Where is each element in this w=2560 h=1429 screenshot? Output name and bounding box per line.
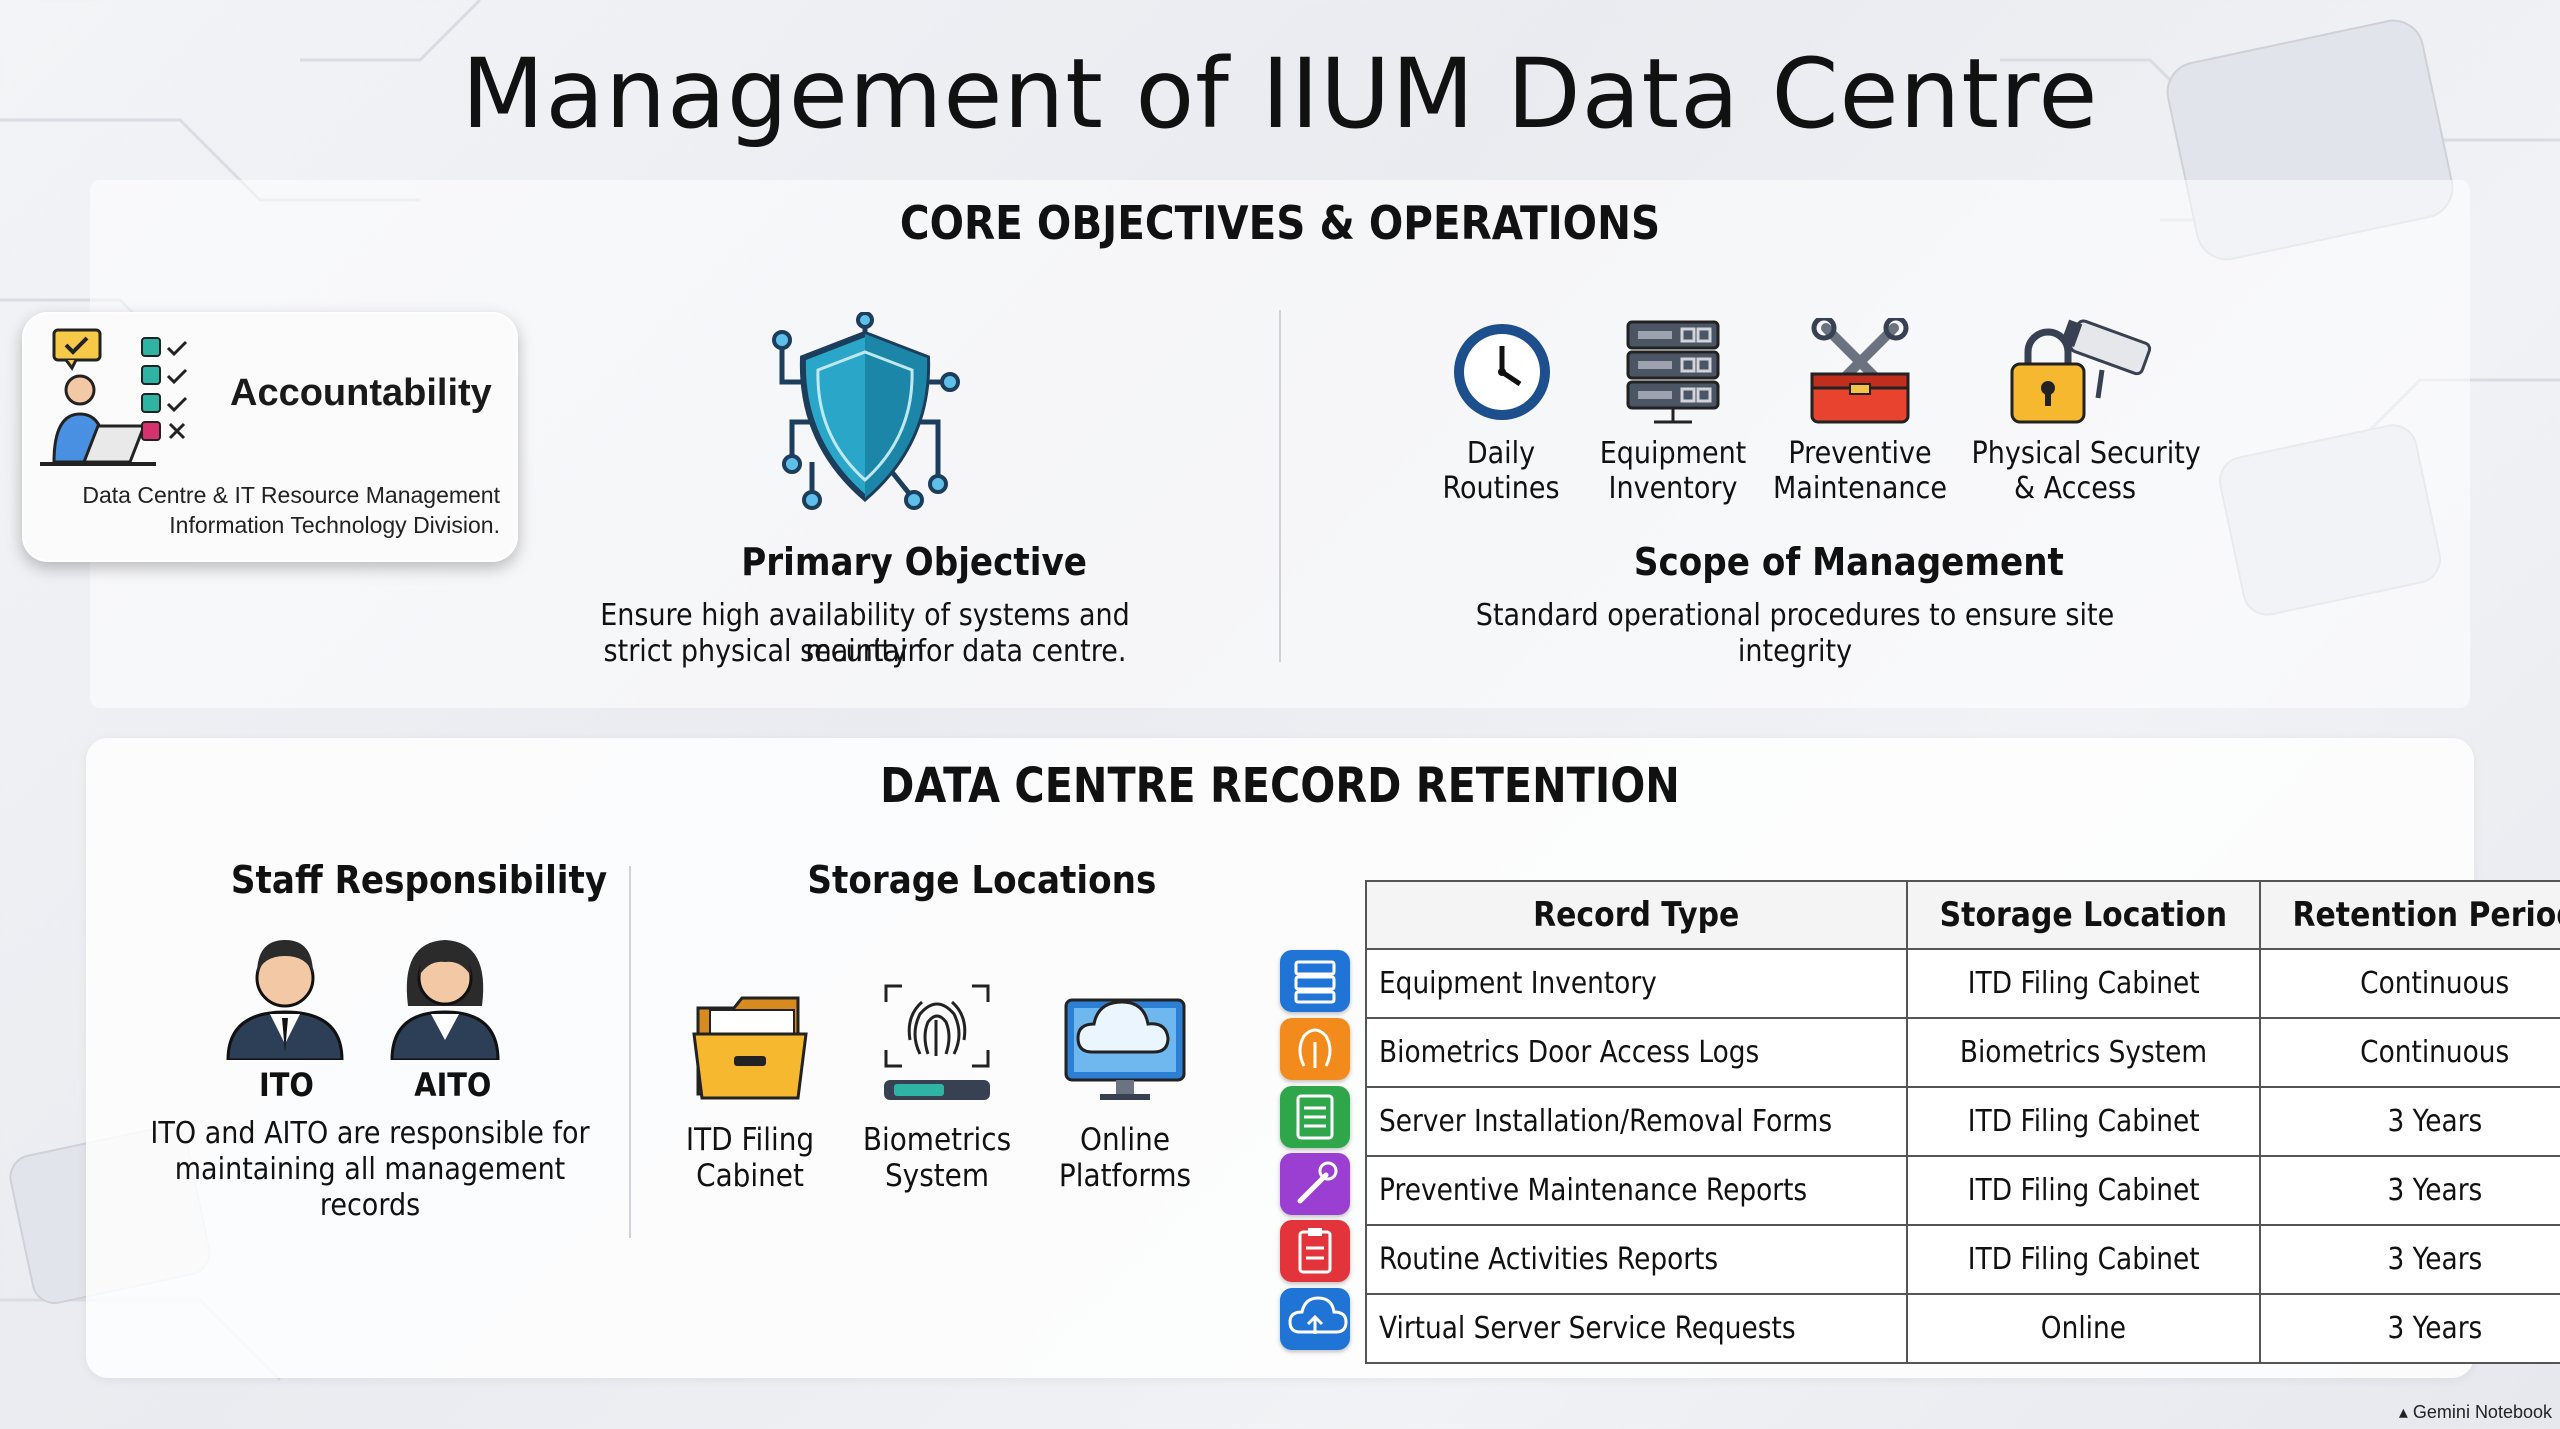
shield-circuit-icon <box>772 312 960 510</box>
primary-objective-line: strict physical security for data centre… <box>603 634 1127 669</box>
table-row: Routine Activities Reports ITD Filing Ca… <box>1365 1224 2560 1295</box>
storage-location-cell: Biometrics System <box>1905 1017 2261 1088</box>
retention-period-cell: Continuous <box>2258 1017 2560 1088</box>
storage-item-label: ITD Filing <box>685 1122 815 1158</box>
staff-responsibility-title: Staff Responsibility <box>230 858 608 902</box>
male-officer-icon <box>226 940 344 1060</box>
cloud-monitor-icon <box>1064 998 1186 1100</box>
scope-item-label: Routines <box>1442 471 1560 506</box>
scope-item-label: Equipment <box>1599 436 1747 471</box>
scope-item-label: Maintenance <box>1773 471 1947 506</box>
scope-item-label: Preventive <box>1788 436 1932 471</box>
table-row: Equipment Inventory ITD Filing Cabinet C… <box>1365 948 2560 1019</box>
aito-label: AITO <box>414 1066 492 1104</box>
storage-location-cell: ITD Filing Cabinet <box>1905 1224 2261 1295</box>
record-type-cell: Routine Activities Reports <box>1365 1224 1908 1295</box>
scope-item-label: Inventory <box>1608 471 1738 506</box>
clock-icon <box>1454 324 1550 420</box>
storage-item-label: Online <box>1080 1122 1170 1158</box>
storage-locations-title: Storage Locations <box>807 858 1157 902</box>
primary-objective-title: Primary Objective <box>741 540 1087 584</box>
female-officer-icon <box>390 940 500 1060</box>
primary-objective-line: Ensure high availability of systems and … <box>600 598 1130 669</box>
retention-period-cell: 3 Years <box>2258 1155 2560 1226</box>
storage-location-cell: Online <box>1905 1293 2261 1364</box>
page-title: Management of IIUM Data Centre <box>461 38 2099 150</box>
toolbox-icon <box>1810 318 1910 424</box>
retention-period-cell: Continuous <box>2258 948 2560 1019</box>
scope-item-label: Physical Security <box>1971 436 2201 471</box>
record-retention-heading: DATA CENTRE RECORD RETENTION <box>880 758 1680 814</box>
scope-item-label: & Access <box>2013 471 2137 506</box>
core-divider <box>1279 310 1281 662</box>
storage-item-label: Cabinet <box>696 1158 804 1194</box>
server-rack-icon <box>1626 320 1720 424</box>
core-objectives-heading: CORE OBJECTIVES & OPERATIONS <box>899 196 1661 250</box>
column-header: Retention Period <box>2258 880 2560 950</box>
server-icon <box>1280 950 1350 1012</box>
storage-item-label: Biometrics <box>862 1122 1012 1158</box>
ito-label: ITO <box>259 1066 314 1104</box>
record-type-cell: Server Installation/Removal Forms <box>1365 1086 1908 1157</box>
table-row: Server Installation/Removal Forms ITD Fi… <box>1365 1086 2560 1157</box>
table-row: Preventive Maintenance Reports ITD Filin… <box>1365 1155 2560 1226</box>
column-header: Storage Location <box>1905 880 2261 950</box>
filing-cabinet-icon <box>692 996 808 1100</box>
cloud-upload-icon <box>1280 1288 1350 1350</box>
wrench-icon <box>1280 1153 1350 1215</box>
accountability-description: Data Centre & IT Resource Management <box>82 482 500 508</box>
table-header-row: Record Type Storage Location Retention P… <box>1365 880 2560 950</box>
accountability-icon <box>40 328 188 466</box>
storage-location-cell: ITD Filing Cabinet <box>1905 948 2261 1019</box>
storage-item-label: Platforms <box>1058 1158 1192 1194</box>
column-header: Record Type <box>1365 880 1908 950</box>
record-type-cell: Preventive Maintenance Reports <box>1365 1155 1908 1226</box>
record-retention-table: Record Type Storage Location Retention P… <box>1365 880 2560 1364</box>
retention-period-cell: 3 Years <box>2258 1224 2560 1295</box>
gemini-notebook-badge: ▴ Gemini Notebook <box>2398 1402 2552 1422</box>
lock-camera-icon <box>2010 319 2152 424</box>
table-row: Biometrics Door Access Logs Biometrics S… <box>1365 1017 2560 1088</box>
record-type-cell: Biometrics Door Access Logs <box>1365 1017 1908 1088</box>
server-form-icon <box>1280 1086 1350 1148</box>
staff-description: records <box>319 1188 421 1223</box>
scope-description: Standard operational procedures to ensur… <box>1475 598 2115 669</box>
fingerprint-scanner-icon <box>884 984 990 1100</box>
retention-divider <box>629 866 631 1238</box>
storage-location-cell: ITD Filing Cabinet <box>1905 1155 2261 1226</box>
fingerprint-icon <box>1280 1018 1350 1080</box>
staff-description: maintaining all management <box>174 1152 566 1187</box>
accountability-title: Accountability <box>230 372 492 414</box>
table-row: Virtual Server Service Requests Online 3… <box>1365 1293 2560 1364</box>
retention-period-cell: 3 Years <box>2258 1086 2560 1157</box>
record-type-cell: Virtual Server Service Requests <box>1365 1293 1908 1364</box>
record-type-cell: Equipment Inventory <box>1365 948 1908 1019</box>
clipboard-icon <box>1280 1220 1350 1282</box>
accountability-description: Information Technology Division. <box>169 512 500 538</box>
staff-description: ITO and AITO are responsible for <box>150 1116 590 1151</box>
scope-item-label: Daily <box>1466 436 1536 471</box>
storage-location-cell: ITD Filing Cabinet <box>1905 1086 2261 1157</box>
retention-period-cell: 3 Years <box>2258 1293 2560 1364</box>
brand-label: Gemini Notebook <box>2412 1402 2552 1422</box>
storage-item-label: System <box>884 1158 990 1194</box>
scope-title: Scope of Management <box>1633 540 2064 584</box>
